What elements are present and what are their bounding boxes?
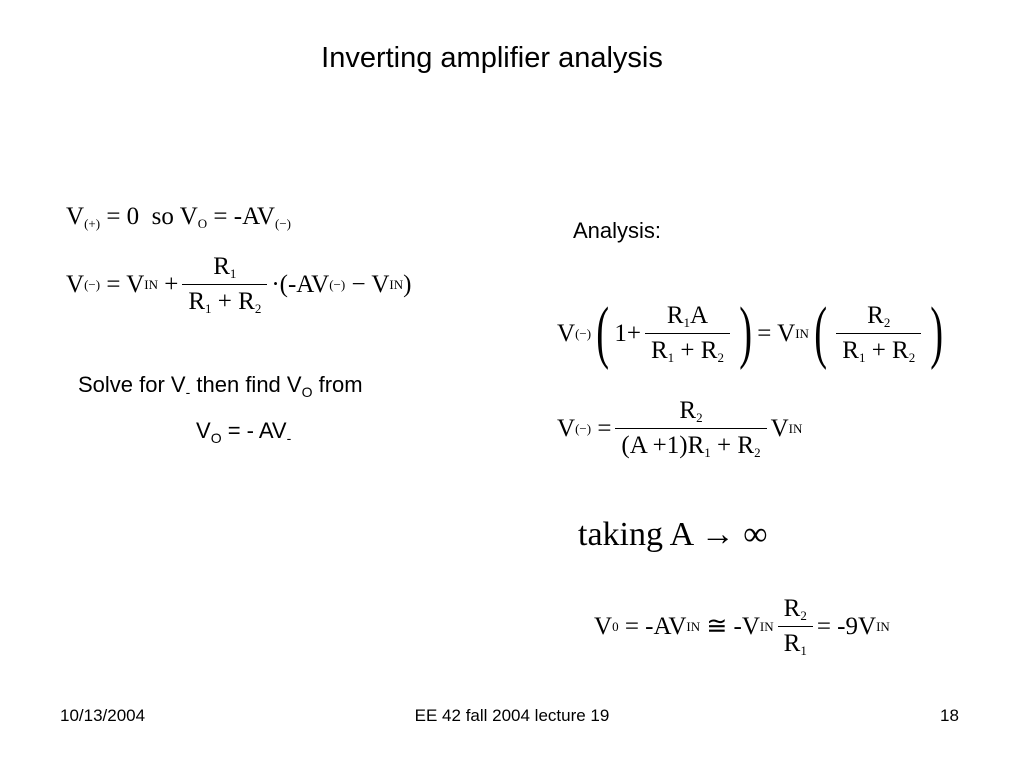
subscript: 2 [908,349,916,365]
symbol: + R [871,336,909,364]
text: Solve for V [78,372,186,397]
symbol: A [690,301,709,329]
slide-title: Inverting amplifier analysis [321,42,663,74]
symbol: ) [403,271,412,298]
fraction: R1A R1 + R2 [644,301,730,365]
subscript: IN [795,325,809,341]
numerator: R [213,253,230,280]
subscript: 2 [883,314,891,330]
subscript: (+) [84,216,101,231]
text: = - AV [221,418,287,443]
word: so [151,203,174,230]
solve-instruction: Solve for V- then find VO from [78,372,363,400]
footer-page-number: 18 [940,706,959,725]
symbol: + [164,271,179,298]
footer-course: EE 42 fall 2004 lecture 19 [414,706,610,725]
symbol: = V [106,271,145,298]
fraction: R2 R1 + R2 [836,301,922,365]
symbol: + R [217,288,255,315]
subscript: O [197,216,208,231]
symbol: = -AV [213,203,275,230]
paren-open: ( [814,294,828,371]
symbol: + R [680,336,718,364]
subscript: IN [876,619,890,634]
subscript: (−) [575,421,592,436]
subscript: - [185,384,191,400]
subscript: 0 [612,619,619,634]
subscript: IN [686,619,701,634]
subscript: 1 [800,643,807,658]
text: from [312,372,363,397]
symbol: = -AV [624,613,687,640]
numerator: R [783,595,801,622]
symbol: V [66,271,85,298]
subscript: IN [788,421,803,436]
fraction: R2 R1 [777,595,813,658]
vo-relation: VO = - AV- [196,418,291,446]
fraction: R2 (A +1)R1 + R2 [615,397,767,460]
subscript: (−) [575,325,592,341]
subscript: 1 [205,301,212,316]
subscript: 2 [800,608,807,623]
symbol: V [770,415,789,442]
subscript: (−) [274,216,291,231]
symbol: V [179,203,198,230]
subscript: 2 [754,445,761,460]
subscript: 2 [696,410,703,425]
subscript: 1 [704,445,711,460]
subscript: 1 [683,314,691,330]
analysis-label: Analysis: [573,218,662,243]
equation-v-plus: V(+) = 0 so VO = -AV(−) [66,204,291,230]
subscript: 2 [717,349,724,365]
numerator: R [867,301,884,329]
subscript: O [210,430,222,446]
subscript: IN [144,277,158,292]
symbol: V [594,613,613,640]
paren-open: ( [596,294,610,371]
symbol: = V [757,319,796,347]
symbol: = 0 [106,203,140,230]
subscript: 1 [229,266,237,281]
symbol: ≅ -V [706,613,760,640]
symbol: + R [717,432,755,459]
symbol: 1+ [614,319,641,347]
subscript: 1 [667,349,675,365]
subscript: (−) [329,277,346,292]
symbol: = [597,415,612,442]
symbol: = -9V [816,613,877,640]
denominator: R [783,630,801,657]
denominator: R [650,336,668,364]
paren-close: ) [739,294,753,371]
limit-statement: taking A → ∞ [578,516,768,553]
numerator: R [666,301,684,329]
denominator: R [842,336,859,364]
denominator: (A +1)R [621,432,705,459]
denominator: R [188,288,206,315]
numerator: R [679,397,697,424]
symbol: V [557,319,576,347]
fraction: R1 R1 + R2 [182,253,268,316]
subscript: 1 [858,349,866,365]
symbol: V [66,203,85,230]
subscript: - [286,430,292,446]
symbol: V [557,415,576,442]
symbol: − V [351,271,390,298]
text: V [196,418,211,443]
subscript: (−) [84,277,101,292]
text: then find V [190,372,302,397]
symbol: ·(-AV [271,271,330,298]
footer-date: 10/13/2004 [60,706,146,725]
paren-close: ) [930,294,944,371]
subscript: IN [389,277,404,292]
subscript: IN [759,619,774,634]
subscript: O [301,384,313,400]
subscript: 2 [254,301,262,316]
